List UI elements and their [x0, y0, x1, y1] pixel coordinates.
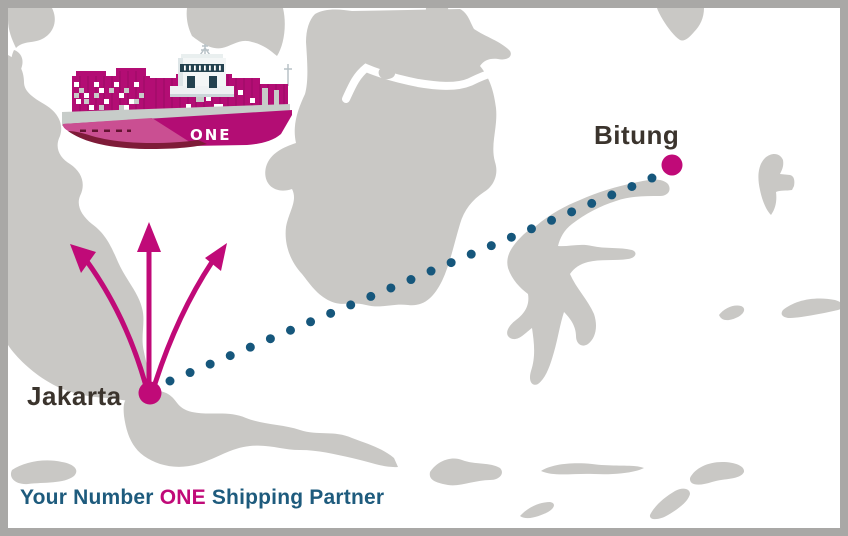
bitung-dot [661, 154, 683, 176]
ship-containers-left [72, 68, 150, 114]
ship-keel [68, 131, 207, 149]
island-malay-peninsula [186, 8, 285, 56]
bridge-window-right [209, 76, 217, 88]
islands-lesser-sunda [429, 458, 745, 520]
island-sulawesi [507, 179, 670, 385]
arrow-left [83, 258, 150, 391]
arrow-middle-head [137, 222, 161, 252]
island-bottom-left [10, 460, 77, 485]
island-sumbawa [541, 463, 644, 475]
borneo-strait-channel [342, 63, 499, 103]
outbound-route-arrows [70, 222, 227, 391]
tagline-suffix: Shipping Partner [205, 486, 385, 509]
bridge-window-band [180, 64, 224, 72]
island-small-diagonal [520, 502, 554, 519]
island-sumba [649, 488, 690, 520]
tagline-prefix: Your Number [20, 486, 160, 509]
origin-label: Jakarta [27, 381, 122, 411]
tagline: Your Number ONE Shipping Partner [20, 486, 384, 510]
island-small-oval [719, 305, 745, 321]
indonesia-map: ONE [8, 8, 840, 520]
island-small-bean [378, 67, 396, 80]
arrow-right-head [205, 243, 227, 271]
island-corner-islet [8, 8, 55, 48]
island-sumatra [8, 55, 151, 401]
arrow-left-head [70, 244, 96, 273]
island-shapes [8, 8, 840, 520]
destination-label: Bitung [594, 120, 680, 150]
island-java [123, 390, 398, 468]
jakarta-dot [138, 381, 162, 405]
island-halmahera [758, 154, 795, 215]
island-mindanao-tip [657, 8, 704, 41]
island-right-edge [781, 298, 840, 318]
tagline-brand: ONE [159, 486, 206, 509]
ship-logo-text: ONE [190, 126, 232, 144]
arrow-right [150, 260, 215, 391]
one-container-ship-illustration: ONE [62, 44, 292, 149]
island-palawan-strip [425, 8, 450, 58]
ship-bridge [170, 54, 234, 97]
hull-port-dashes [80, 129, 131, 132]
island-bali-lombok [429, 458, 502, 486]
island-flores [689, 462, 745, 485]
island-borneo [265, 9, 511, 307]
bridge-window-left [187, 76, 195, 88]
route-dotted-line [165, 173, 657, 386]
